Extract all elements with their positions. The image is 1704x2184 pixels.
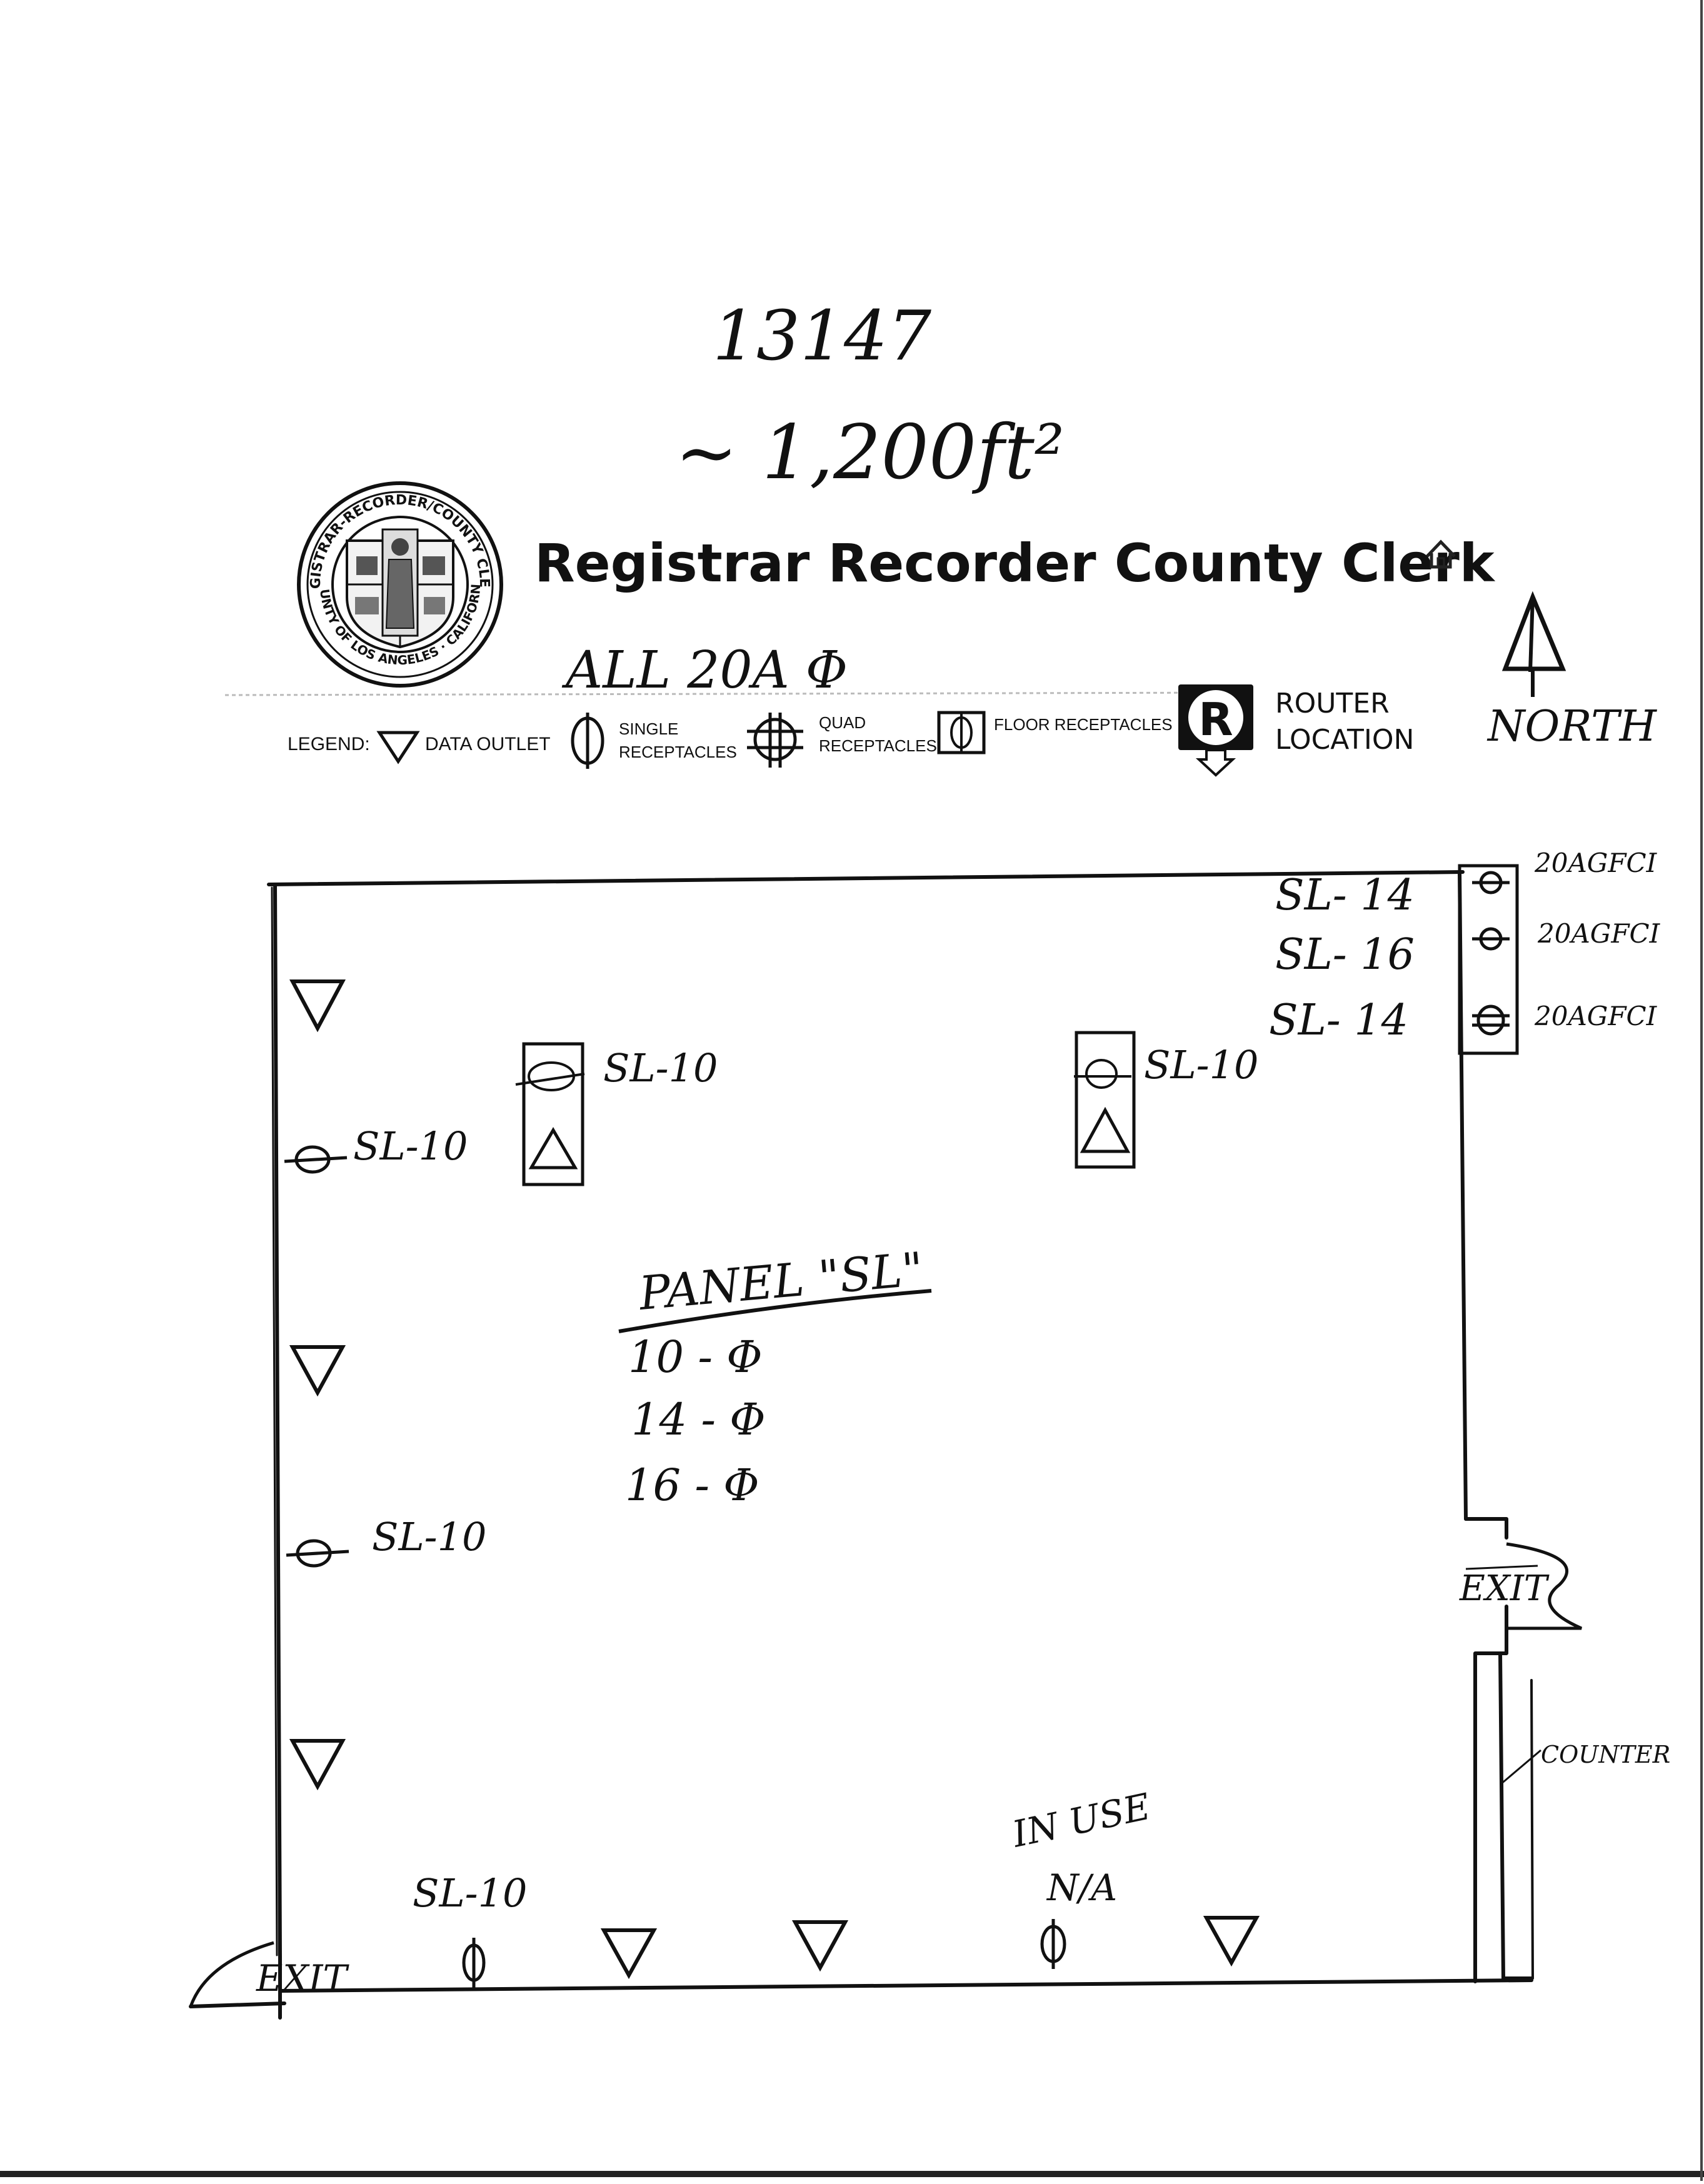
data-outlet-icon bbox=[289, 1345, 346, 1397]
panel-row-14: 14 - Φ bbox=[631, 1394, 766, 1445]
room-walls bbox=[189, 870, 1534, 2020]
floor-box-left-receptacle-icon bbox=[515, 1061, 585, 1091]
data-outlet-icon bbox=[791, 1920, 849, 1972]
legend-single-line1: SINGLE bbox=[619, 719, 678, 738]
gfci-receptacle-box bbox=[1458, 864, 1519, 1055]
handwritten-id: 13147 bbox=[713, 296, 931, 376]
in-use-label: IN USE bbox=[1008, 1785, 1154, 1856]
data-outlet-legend-icon bbox=[376, 731, 420, 764]
data-outlet-icon bbox=[600, 1928, 658, 1980]
left-wall-upper-label: SL-10 bbox=[353, 1123, 468, 1169]
legend-label: LEGEND: bbox=[288, 734, 370, 754]
exit-bottom-label: EXIT bbox=[256, 1957, 350, 2000]
bottom-exit-door bbox=[189, 1941, 274, 2007]
panel-underline bbox=[618, 1289, 932, 1333]
north-label: NORTH bbox=[1486, 702, 1658, 751]
legend-data-outlet: DATA OUTLET bbox=[425, 734, 551, 754]
single-receptacle-legend-icon bbox=[571, 713, 604, 769]
router-glyph: R bbox=[1198, 693, 1233, 746]
document-title: Registrar Recorder County Clerk bbox=[534, 533, 1496, 594]
single-receptacle-icon bbox=[462, 1938, 486, 1988]
gfci-receptacle-2-icon bbox=[1472, 927, 1510, 951]
panel-schedule: PANEL "SL" 10 - Φ 14 - Φ 16 - Φ bbox=[618, 1243, 932, 1511]
circuit-label-sl16: SL- 16 bbox=[1275, 930, 1415, 979]
circuit-label-sl14-bottom: SL- 14 bbox=[1269, 996, 1408, 1045]
data-outlet-icon bbox=[289, 1739, 346, 1791]
single-receptacle-icon bbox=[284, 1145, 348, 1174]
gfci-label-1: 20AGFCI bbox=[1534, 848, 1658, 878]
floor-box-left-label: SL-10 bbox=[603, 1045, 718, 1091]
counter-leader-line bbox=[1500, 1749, 1541, 1786]
floor-box-left bbox=[515, 1042, 585, 1186]
quad-receptacle-legend-icon bbox=[747, 713, 803, 768]
gfci-label-2: 20AGFCI bbox=[1537, 918, 1661, 949]
exit-right-label: EXIT bbox=[1459, 1568, 1550, 1609]
legend-quad-line2: RECEPTACLES bbox=[819, 736, 937, 755]
gfci-label-3: 20AGFCI bbox=[1534, 1001, 1658, 1031]
handwritten-area: ~ 1,200ft² bbox=[675, 409, 1065, 496]
legend-router-line1: ROUTER bbox=[1275, 688, 1390, 719]
data-outlet-icon bbox=[289, 979, 346, 1033]
north-arrow-icon bbox=[1501, 591, 1566, 697]
right-exit-door bbox=[1465, 1542, 1583, 1630]
circuit-label-sl14-top: SL- 14 bbox=[1275, 871, 1415, 920]
header-divider bbox=[224, 691, 1251, 696]
data-outlet-icon bbox=[1203, 1916, 1260, 1967]
floor-receptacle-legend-icon bbox=[937, 711, 986, 754]
floor-box-right-receptacle-icon bbox=[1074, 1059, 1131, 1089]
na-label: N/A bbox=[1046, 1866, 1117, 1909]
bottom-outlet-label: SL-10 bbox=[413, 1870, 528, 1916]
gfci-receptacle-3-icon bbox=[1472, 1004, 1510, 1036]
legend-quad-line1: QUAD bbox=[819, 713, 866, 732]
panel-row-16: 16 - Φ bbox=[625, 1460, 759, 1511]
floor-box-left-data-outlet-icon bbox=[528, 1127, 578, 1170]
panel-row-10: 10 - Φ bbox=[628, 1331, 763, 1383]
floor-box-right-label: SL-10 bbox=[1144, 1042, 1259, 1088]
home-icon bbox=[1426, 539, 1456, 569]
router-legend-icon: R bbox=[1178, 684, 1253, 777]
gfci-receptacle-1-icon bbox=[1472, 871, 1510, 894]
floor-box-right-data-outlet-icon bbox=[1080, 1106, 1131, 1153]
single-receptacle-icon bbox=[1040, 1919, 1066, 1969]
single-receptacle-icon bbox=[286, 1539, 349, 1568]
counter-label: COUNTER bbox=[1541, 1741, 1670, 1768]
panel-title: PANEL "SL" bbox=[636, 1243, 926, 1321]
legend-router-line2: LOCATION bbox=[1275, 724, 1414, 756]
floor-box-right bbox=[1074, 1031, 1136, 1169]
legend-floor: FLOOR RECEPTACLES bbox=[994, 715, 1173, 734]
left-wall-lower-label: SL-10 bbox=[372, 1514, 487, 1560]
legend: LEGEND: DATA OUTLET SINGLE RECEPTACLES Q… bbox=[288, 684, 1414, 777]
legend-single-line2: RECEPTACLES bbox=[619, 743, 737, 761]
subtitle-note: ALL 20A Φ bbox=[561, 641, 848, 700]
county-seal-logo: REGISTRAR-RECORDER/COUNTY CLERK COUNTY O… bbox=[297, 481, 503, 688]
